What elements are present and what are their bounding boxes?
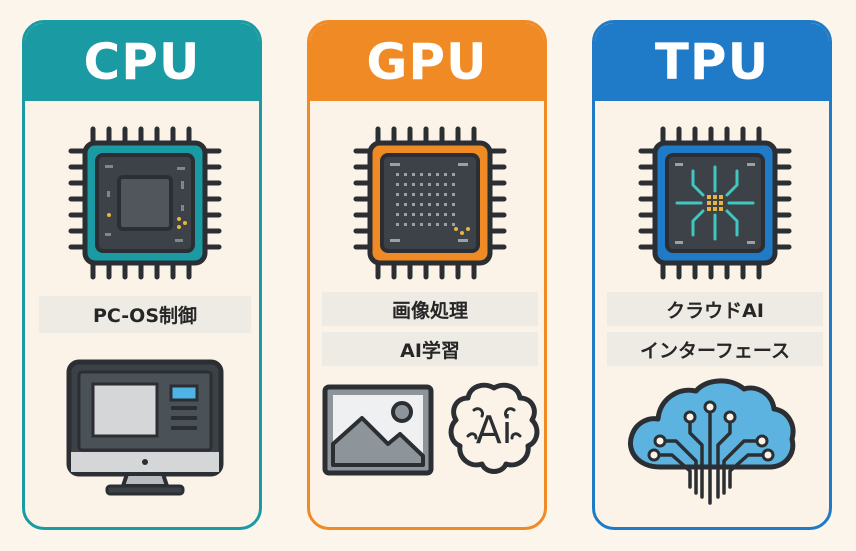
tpu-title: TPU: [595, 23, 829, 101]
cpu-title: CPU: [25, 23, 259, 101]
gpu-title: GPU: [310, 23, 544, 101]
gpu-label-image-processing: 画像処理: [322, 292, 538, 326]
tpu-label-cloud-ai: クラウドAI: [607, 292, 823, 326]
tpu-label-interface: インターフェース: [607, 332, 823, 366]
cpu-label-pc-os-control: PC-OS制御: [39, 296, 251, 333]
ai-text: Ai: [475, 408, 513, 452]
monitor-icon: [66, 359, 224, 496]
cpu-chip-icon: [68, 126, 222, 280]
ai-brain-icon: Ai: [444, 380, 544, 480]
cpu-card: CPU PC-OS制御: [22, 20, 262, 530]
tpu-card: TPU クラウドAI インターフェース: [592, 20, 832, 530]
image-icon: [322, 384, 434, 476]
gpu-label-ai-training: AI学習: [322, 332, 538, 366]
cloud-circuit-icon: [628, 378, 796, 505]
gpu-chip-icon: [353, 126, 507, 280]
gpu-card: GPU 画像処理 AI学習: [307, 20, 547, 530]
tpu-chip-icon: [638, 126, 792, 280]
